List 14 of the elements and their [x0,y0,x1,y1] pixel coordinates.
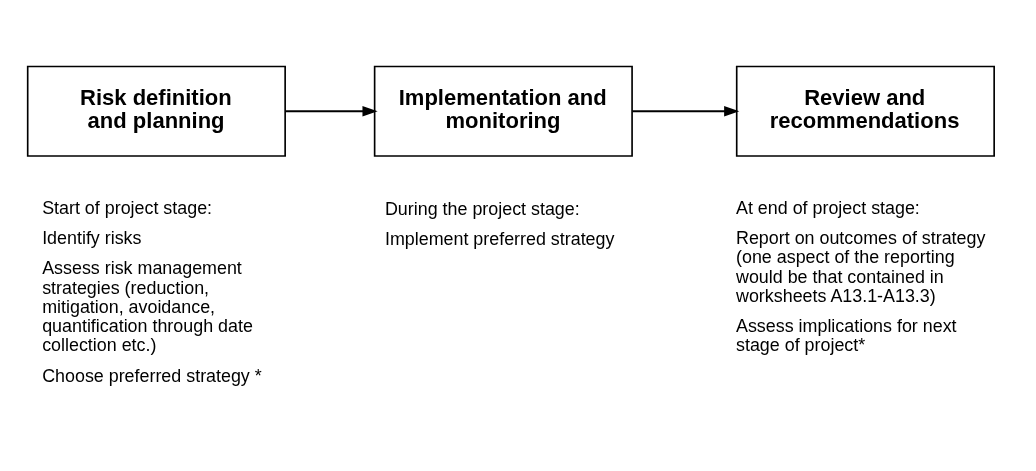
node-label: Implement preferred strategy [384,229,614,250]
node-label: Identify risks [41,227,141,248]
node-box: Review and recommendations [735,65,995,157]
arrow [285,105,378,117]
node-label: Assess risk management strategies (reduction, mitigation, avoidance, quantification through date collection etc.) [41,258,253,356]
node-label: Choose preferred strategy * [41,365,262,386]
node-box: Risk definition and planning [26,65,286,157]
node-label: Assess implications for next stage of project* [735,316,957,356]
node-label: Start of project stage: [41,197,212,218]
node-label: Report on outcomes of strategy (one aspect of the reporting would be that contained in worksheets A13.1-A13.3) [735,227,985,306]
node-label: During the project stage: [384,199,580,220]
node-box: Implementation and monitoring [373,65,633,157]
arrow [631,105,739,117]
node-label: At end of project stage: [735,197,920,218]
